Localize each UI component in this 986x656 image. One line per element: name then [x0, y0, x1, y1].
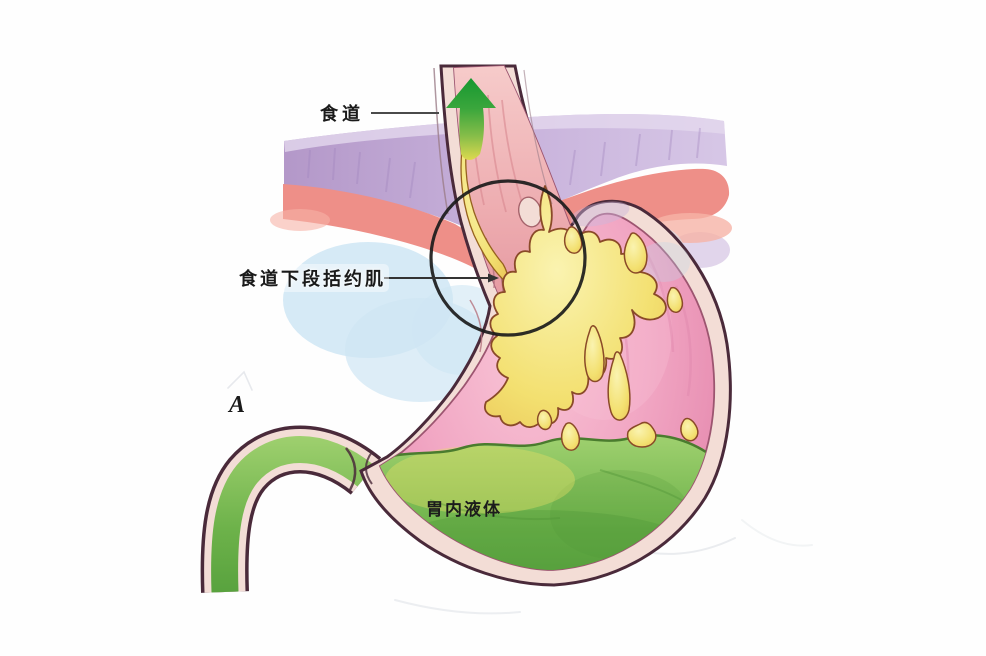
pyloric-sphincter-pinch	[345, 447, 373, 491]
lower-esophageal-sphincter-label: 食道下段括约肌	[236, 264, 389, 292]
diaphragm-band-soft-edge-left	[270, 209, 330, 231]
acid-reflux	[460, 127, 699, 451]
duodenum	[200, 425, 382, 593]
purple-band-texture	[307, 127, 701, 199]
gastric-fluid-label: 胃内液体	[426, 500, 502, 520]
fluid-yellow-tinge	[385, 446, 575, 514]
gastric-fluid-pool	[380, 435, 715, 570]
les-highlight-circle	[429, 179, 587, 337]
purple-band-highlight	[284, 114, 725, 152]
acid-droplets	[536, 226, 699, 451]
reflux-up-arrow-icon	[446, 78, 496, 160]
wall-lavender-tint	[570, 201, 630, 227]
les-label-arrowhead	[488, 273, 499, 283]
panel-letter: A	[229, 392, 246, 418]
wall-blue-tint	[638, 242, 690, 282]
esophagus-label: 食道	[320, 104, 364, 125]
label-lines	[371, 112, 499, 283]
